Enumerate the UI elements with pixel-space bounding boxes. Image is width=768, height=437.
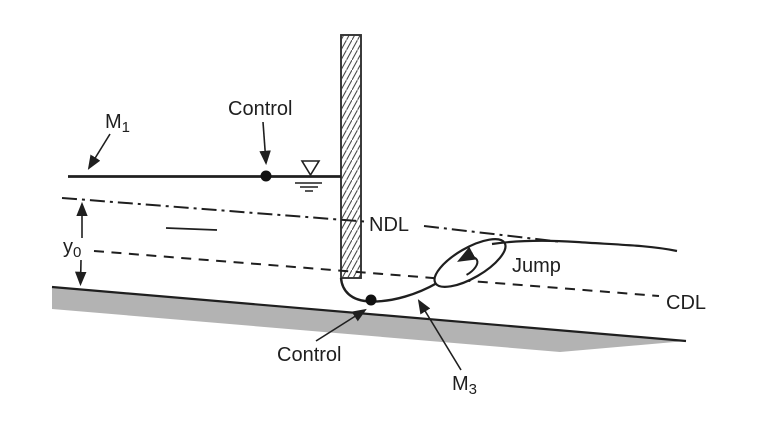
roller-rotation-arrow (457, 246, 479, 276)
m3-label: M3 (452, 373, 477, 398)
jump-roller (433, 238, 507, 288)
y0-dimension-arrow (74, 201, 88, 287)
channel-bed (52, 287, 686, 352)
control-downstream-label: Control (277, 344, 341, 366)
ndl-line-upstream (61, 197, 365, 223)
m1-label: M1 (105, 111, 130, 136)
y0-label: y0 (63, 236, 81, 261)
m1-pointer-arrow (87, 133, 111, 170)
control-downstream-pointer-arrow (315, 308, 367, 342)
control-point-upstream (260, 170, 272, 182)
gate-hatching (340, 34, 362, 279)
cdl-line (93, 250, 660, 297)
nabla-icon (300, 160, 321, 177)
water-surface-marker (295, 160, 322, 192)
ndl-label: NDL (369, 214, 409, 236)
ndl-line-downstream (423, 225, 563, 243)
cdl-label: CDL (666, 292, 706, 314)
channel-bed-surface-line (51, 285, 687, 343)
sluice-gate (340, 34, 362, 279)
m3-water-surface (339, 277, 438, 303)
jump-roller-circulation (457, 246, 479, 276)
m3-pointer-arrow (417, 299, 462, 371)
control-point-downstream (365, 294, 377, 306)
jump-label: Jump (512, 255, 561, 277)
ndl-offset-dash (165, 227, 218, 231)
control-upstream-label: Control (228, 98, 292, 120)
control-upstream-pointer-arrow (259, 121, 271, 166)
jump-roller-outline (433, 238, 507, 288)
downstream-water-surface (491, 239, 678, 253)
